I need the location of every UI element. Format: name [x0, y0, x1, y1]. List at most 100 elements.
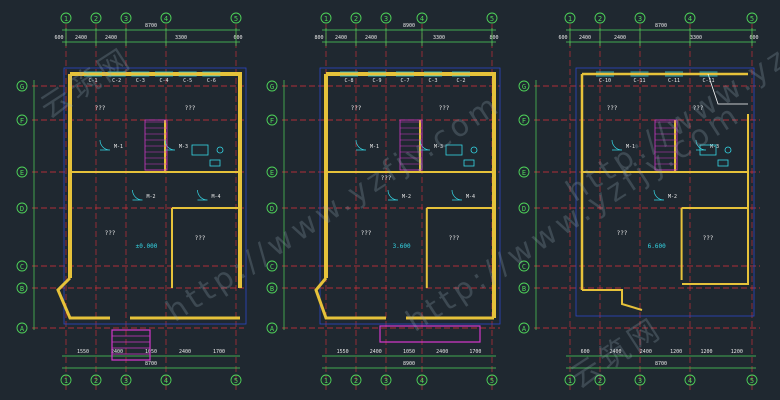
plan-3-dim-segment-0: 600: [558, 35, 567, 41]
plan-3-top-axis-bubble-1-label: 2: [598, 15, 602, 23]
plan-1-left-axis-bubble-6-circle: [16, 322, 28, 334]
plan-1-top-axis-bubble-2-label: 3: [124, 15, 128, 23]
plan-3-left-axis-bubble-1-label: F: [522, 117, 526, 125]
plan-3-door-1-swing: [653, 189, 665, 201]
plan-2-left-axis-bubble-0-label: G: [270, 83, 274, 91]
plan-3-bottom-dim-total-text: 8700: [655, 361, 667, 367]
plan-2-left-axis-bubble-0-circle: [266, 80, 278, 92]
plan-2-door-2-swing: [419, 139, 431, 151]
plan-1-bottom-dim-segment-2: 1050: [145, 349, 157, 355]
plan-1-dim-segment-1: 2400: [75, 35, 87, 41]
plan-3-room-label-1: ???: [617, 230, 628, 237]
plan-2-bottom-dim-segment-2: 1050: [403, 349, 415, 355]
plan-3-bottom-dim-segment-1: 2400: [609, 349, 621, 355]
plan-3-dim-segment-3: 3300: [690, 35, 702, 41]
plan-1-top-axis-bubble-4-circle: [230, 12, 242, 24]
plan-2-stair-outline: [399, 119, 423, 171]
plan-2-bottom-dim-segment-4: 1700: [469, 349, 481, 355]
plan-1-top-axis-bubble-1-circle: [90, 12, 102, 24]
plan-1-window-5-label: C-6: [207, 78, 216, 84]
plan-2-window-0-label: C-8: [344, 78, 353, 84]
plan-1-room-label-1: ???: [105, 230, 116, 237]
plan-1-outer-outline: [63, 67, 247, 325]
plan-2-door-1-swing: [387, 189, 399, 201]
plan-3-sink: [717, 159, 729, 167]
plan-3-outer-outline: [575, 67, 755, 317]
plan-3-bottom-dim-segment-2: 2400: [640, 349, 652, 355]
plan-2-left-axis-bubble-2-circle: [266, 166, 278, 178]
plan-1-left-axis-bubble-4-circle: [16, 260, 28, 272]
plan-2-left-axis-bubble-3-circle: [266, 202, 278, 214]
plan-3-window-2-label: C-11: [668, 78, 680, 84]
plan-3-room-label-2: ???: [693, 105, 704, 112]
plan-3-door-1-label: M-2: [668, 194, 677, 200]
plan-1-left-axis-bubble-2-label: E: [20, 169, 24, 177]
plan-1-bottom-axis-bubble-4-circle: [230, 374, 242, 386]
plan-2-bottom-axis-bubble-4-label: 5: [490, 377, 494, 385]
plan-2-bottom-axis-bubble-3-label: 4: [420, 377, 424, 385]
plan-1-top-axis-bubble-0-label: 1: [64, 15, 68, 23]
plan-2-exterior-wall: [324, 72, 496, 318]
plan-3-left-axis-bubble-3-circle: [518, 202, 530, 214]
plan-3-bathtub: [699, 144, 717, 156]
plan-3-top-axis-bubble-2-circle: [634, 12, 646, 24]
plan-2-top-axis-bubble-3-circle: [416, 12, 428, 24]
plan-3-left-axis-bubble-6-label: A: [522, 325, 527, 333]
plan-3-bottom-axis-bubble-0-label: 1: [568, 377, 572, 385]
plan-3-bottom-axis-bubble-2-circle: [634, 374, 646, 386]
plan-2-dim-segment-2: 2400: [365, 35, 377, 41]
plan-3-bottom-dim-segment-5: 1200: [731, 349, 743, 355]
plan-1-left-axis-bubble-3-circle: [16, 202, 28, 214]
plan-1-bottom-axis-bubble-0-circle: [60, 374, 72, 386]
plan-1-window-1-label: C-2: [112, 78, 121, 84]
plan-3-top-axis-bubble-2-label: 3: [638, 15, 642, 23]
plan-3-bottom-dim-segment-0: 600: [581, 349, 590, 355]
plan-3-left-axis-bubble-2-circle: [518, 166, 530, 178]
plan-1-bottom-axis-bubble-2-label: 3: [124, 377, 128, 385]
plan-3-left-axis-bubble-1-circle: [518, 114, 530, 126]
plan-1-window-2-label: C-3: [136, 78, 145, 84]
plan-2-room-label-2: ???: [439, 105, 450, 112]
plan-3-bottom-dim-segment-4: 1200: [700, 349, 712, 355]
plan-1-left-axis-bubble-0-circle: [16, 80, 28, 92]
plan-1-left-axis-bubble-5-label: B: [20, 285, 24, 293]
plan-1-left-axis-bubble-1-circle: [16, 114, 28, 126]
plan-3-bottom-axis-bubble-4-label: 5: [750, 377, 754, 385]
plan-1-bay-wall: [56, 276, 240, 320]
plan-3-door-0-label: M-1: [626, 144, 635, 150]
plan-3-bottom-axis-bubble-4-circle: [746, 374, 758, 386]
plan-1-dim-segment-3: 3300: [175, 35, 187, 41]
plan-3-exterior-wall: [580, 72, 748, 290]
plan-3-left-axis-bubble-4-circle: [518, 260, 530, 272]
plan-2-dim-segment-3: 3300: [433, 35, 445, 41]
plan-3-bottom-axis-bubble-3-label: 4: [688, 377, 692, 385]
plan-2-room-label-1: ???: [361, 230, 372, 237]
plan-2-elevation-mark: 3.600: [393, 243, 411, 250]
plan-2-top-axis-bubble-2-circle: [380, 12, 392, 24]
plan-1-door-1-label: M-2: [147, 194, 156, 200]
plan-3-bottom-axis-bubble-3-circle: [684, 374, 696, 386]
plan-3-dim-segment-1: 2400: [579, 35, 591, 41]
plan-1-room-label-3: ???: [195, 235, 206, 242]
plan-2-left-axis-bubble-4-label: C: [270, 263, 274, 271]
plan-2-dim-segment-0: 800: [314, 35, 323, 41]
plan-3-left-axis-bubble-2-label: E: [522, 169, 526, 177]
plan-1-top-axis-bubble-4-label: 5: [234, 15, 238, 23]
plan-2-dim-total-text: 8900: [403, 23, 415, 29]
plan-2-top-axis-bubble-4-label: 5: [490, 15, 494, 23]
plan-1-window-3-label: C-4: [159, 78, 168, 84]
plan-3-toilet: [724, 146, 732, 154]
plan-1-bottom-dim-segment-0: 1550: [77, 349, 89, 355]
plan-2-door-3-label: M-4: [466, 194, 475, 200]
plan-1-bottom-axis-bubble-2-circle: [120, 374, 132, 386]
plan-3-terrace-wall: [582, 114, 749, 311]
plan-1-bottom-axis-bubble-3-circle: [160, 374, 172, 386]
plan-3-left-axis-bubble-5-circle: [518, 282, 530, 294]
plan-3-stair-outline: [654, 119, 678, 171]
plan-2-left-axis-bubble-6-circle: [266, 322, 278, 334]
plan-3-window-1-label: C-11: [633, 78, 645, 84]
plan-2-top-axis-bubble-0-circle: [320, 12, 332, 24]
plan-1-bottom-axis-bubble-4-label: 5: [234, 377, 238, 385]
plan-3-left-axis-bubble-0-label: G: [522, 83, 526, 91]
